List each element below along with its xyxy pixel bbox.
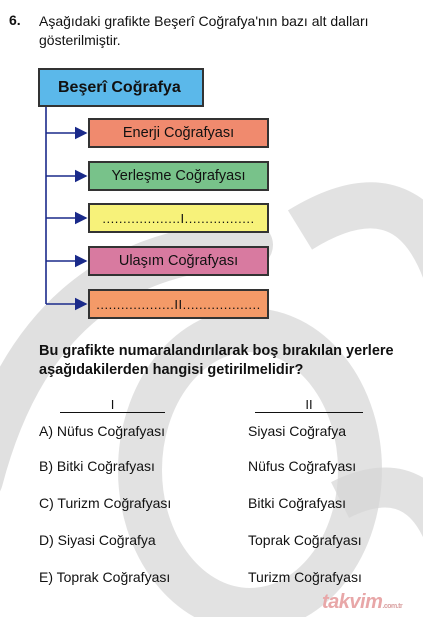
watermark-brand: takvim.com.tr — [322, 591, 403, 614]
diagram-box-label: Enerji Coğrafyası — [122, 125, 235, 141]
column-header-i: I — [60, 398, 165, 413]
option-a-ii[interactable]: Siyasi Coğrafya — [248, 423, 347, 439]
option-c-i[interactable]: C) Turizm Coğrafyası — [39, 495, 172, 511]
option-e-ii[interactable]: Turizm Coğrafyası — [248, 569, 362, 585]
diagram-box-settlement: Yerleşme Coğrafyası — [88, 161, 269, 191]
diagram-root-box: Beşerî Coğrafya — [38, 68, 204, 107]
option-d-ii[interactable]: Toprak Coğrafyası — [248, 532, 362, 548]
option-a-i[interactable]: A) Nüfus Coğrafyası — [39, 423, 166, 439]
diagram-box-blank-i: ...................I................. — [88, 203, 269, 233]
watermark-brand-text: takvim — [322, 591, 383, 613]
diagram-box-energy: Enerji Coğrafyası — [88, 118, 269, 148]
option-b-ii[interactable]: Nüfus Coğrafyası — [248, 458, 357, 474]
diagram-box-label: ...................I................. — [102, 210, 255, 226]
diagram-box-label: ...................II................... — [96, 296, 261, 312]
diagram-box-transport: Ulaşım Coğrafyası — [88, 246, 269, 276]
option-e-i[interactable]: E) Toprak Coğrafyası — [39, 569, 171, 585]
question-number: 6. — [9, 12, 21, 28]
diagram-box-label: Yerleşme Coğrafyası — [111, 168, 246, 184]
question-text: Aşağıdaki grafikte Beşerî Coğrafya'nın b… — [39, 13, 369, 48]
option-c-ii[interactable]: Bitki Coğrafyası — [248, 495, 347, 511]
column-header-ii: II — [255, 398, 363, 413]
diagram-box-label: Ulaşım Coğrafyası — [118, 253, 239, 269]
diagram-box-blank-ii: ...................II................... — [88, 289, 269, 319]
option-b-i[interactable]: B) Bitki Coğrafyası — [39, 458, 155, 474]
watermark-brand-sub: .com.tr — [382, 603, 403, 610]
question-prompt: Bu grafikte numaralandırılarak boş bırak… — [39, 343, 394, 378]
diagram-root-label: Beşerî Coğrafya — [58, 78, 181, 96]
option-d-i[interactable]: D) Siyasi Coğrafya — [39, 532, 156, 548]
